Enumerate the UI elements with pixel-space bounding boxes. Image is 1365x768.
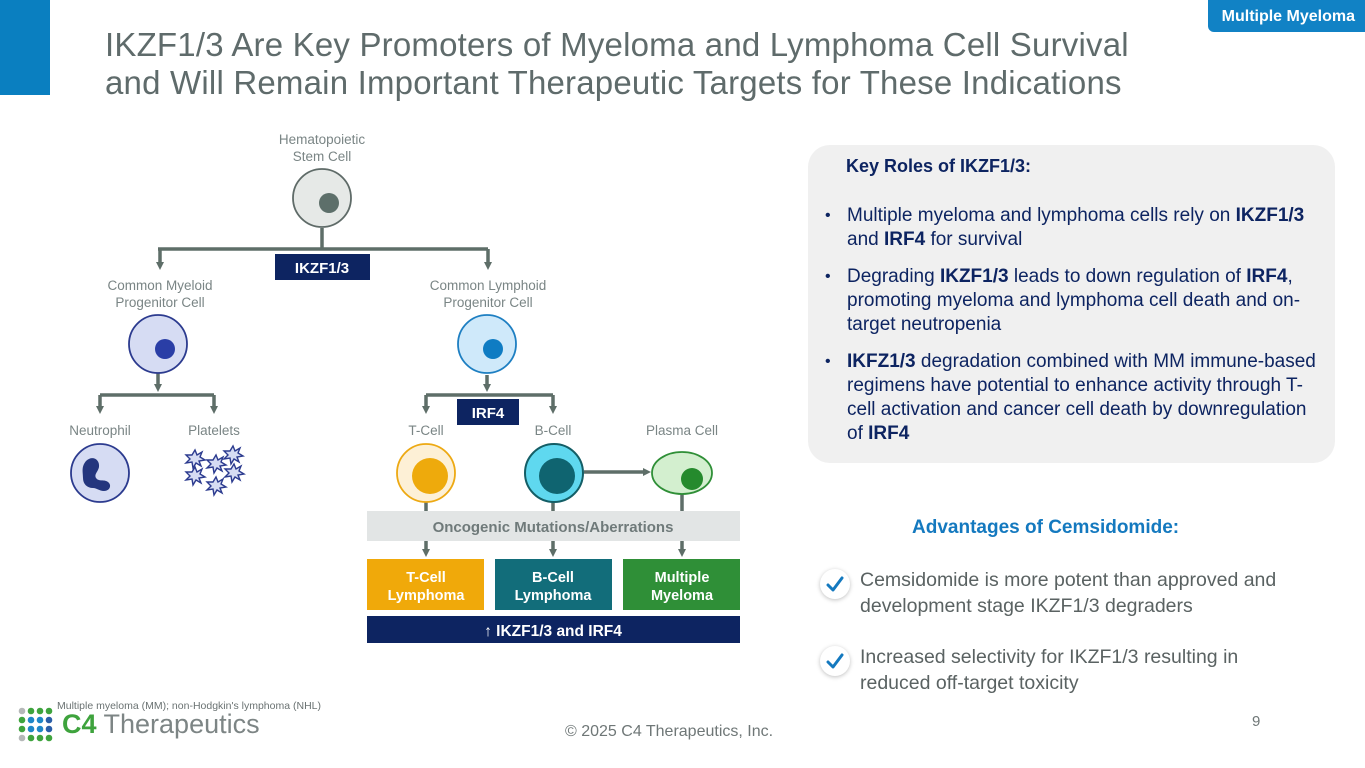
key-role-item: IKFZ1/3 degradation combined with MM imm…	[825, 350, 1320, 446]
check-icon	[820, 569, 850, 599]
key-role-item: Multiple myeloma and lymphoma cells rely…	[825, 204, 1320, 252]
stem-cell-label-1: Hematopoietic	[279, 132, 366, 147]
advantage-text: Cemsidomide is more potent than approved…	[860, 569, 1277, 617]
page-number: 9	[1252, 713, 1261, 730]
t-cell-label: T-Cell	[408, 423, 443, 438]
irf4-label-box	[457, 399, 519, 425]
company-logo: C4 Therapeutics	[62, 709, 260, 739]
plasma-cell-label: Plasma Cell	[646, 423, 718, 438]
irf4-label: IRF4	[472, 405, 505, 422]
platelets-icon	[183, 444, 246, 497]
check-icon	[820, 646, 850, 676]
title-line-1: IKZF1/3 Are Key Promoters of Myeloma and…	[105, 26, 1129, 63]
b-cell-nucleus	[539, 458, 575, 494]
key-roles-list: Multiple myeloma and lymphoma cells rely…	[825, 204, 1320, 459]
advantage-text: Increased selectivity for IKZF1/3 result…	[860, 646, 1239, 694]
copyright: © 2025 C4 Therapeutics, Inc.	[565, 723, 774, 740]
ikzf-label-box	[275, 254, 370, 280]
myeloid-label-1: Common Myeloid	[107, 278, 212, 293]
b-cell-label: B-Cell	[535, 423, 572, 438]
ikzf-irf4-bar	[367, 616, 740, 643]
myeloid-label-2: Progenitor Cell	[115, 295, 204, 310]
b-cell-lymphoma-box	[495, 559, 612, 610]
multiple-myeloma-box	[623, 559, 740, 610]
myeloid-nucleus	[155, 339, 175, 359]
key-role-item: Degrading IKZF1/3 leads to down regulati…	[825, 265, 1320, 337]
c4-logo-icon	[18, 707, 53, 742]
neutrophil-icon	[70, 443, 130, 503]
t-cell-lymphoma-box	[367, 559, 484, 610]
stem-cell-nucleus	[319, 193, 339, 213]
lymphoid-nucleus	[483, 339, 503, 359]
page-title: IKZF1/3 Are Key Promoters of Myeloma and…	[105, 26, 1245, 102]
b-cell-lymphoma-label-2: Lymphoma	[515, 588, 593, 604]
b-cell-lymphoma-label-1: B-Cell	[532, 570, 574, 586]
neutrophil-nucleus	[82, 458, 111, 491]
ikzf-irf4-label: ↑ IKZF1/3 and IRF4	[484, 623, 622, 640]
multiple-myeloma-label-2: Myeloma	[651, 588, 714, 604]
plasma-cell-icon	[651, 451, 713, 495]
neutrophil-label: Neutrophil	[69, 423, 131, 438]
section-tag: Multiple Myeloma	[1207, 0, 1365, 32]
lymphoid-label-2: Progenitor Cell	[443, 295, 532, 310]
t-cell-lymphoma-label-1: T-Cell	[406, 570, 445, 586]
lymphoid-label-1: Common Lymphoid	[430, 278, 547, 293]
stem-cell-label-2: Stem Cell	[293, 149, 352, 164]
advantages-title: Advantages of Cemsidomide:	[912, 517, 1180, 538]
ikzf-label: IKZF1/3	[295, 260, 349, 277]
plasma-cell-nucleus	[681, 468, 703, 490]
platelets-label: Platelets	[188, 423, 240, 438]
oncogenic-bar	[367, 511, 740, 541]
title-line-2: and Will Remain Important Therapeutic Ta…	[105, 64, 1122, 101]
t-cell-nucleus	[412, 458, 448, 494]
cell-lineage-diagram: Hematopoietic Stem Cell IKZF1/3 Common M…	[69, 132, 740, 643]
oncogenic-label: Oncogenic Mutations/Aberrations	[433, 519, 674, 536]
accent-bar	[0, 0, 50, 95]
footnote: Multiple myeloma (MM); non-Hodgkin's lym…	[57, 700, 321, 712]
t-cell-lymphoma-label-2: Lymphoma	[388, 588, 466, 604]
key-roles-title: Key Roles of IKZF1/3:	[846, 156, 1032, 176]
multiple-myeloma-label-1: Multiple	[655, 570, 710, 586]
